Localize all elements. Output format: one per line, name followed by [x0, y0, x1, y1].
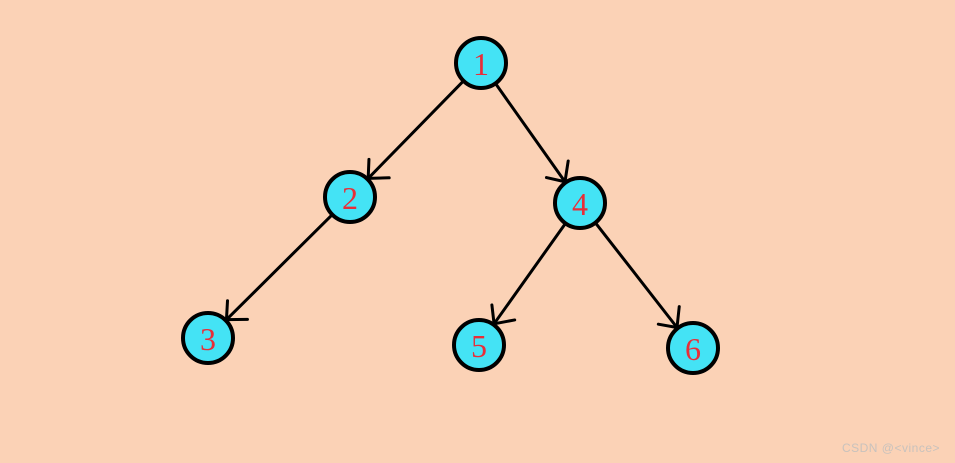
csdn-watermark: CSDN @<vince>	[841, 441, 940, 455]
arrowhead-barb	[366, 157, 371, 180]
node-label: 4	[572, 186, 588, 222]
arrowhead-barb	[675, 305, 681, 329]
node-circle	[452, 318, 506, 372]
tree-node-1: 1	[454, 36, 508, 90]
edge-4-6	[595, 222, 681, 329]
arrowhead-barb	[544, 176, 567, 184]
edge-line	[366, 80, 464, 180]
tree-node-4: 4	[553, 176, 607, 230]
edge-line	[495, 83, 567, 184]
edge-1-4	[495, 83, 570, 184]
tree-node-6: 6	[666, 321, 720, 375]
arrowhead-barb	[656, 322, 679, 329]
node-circle	[181, 311, 235, 365]
node-label: 3	[200, 321, 216, 357]
arrowhead-barb	[490, 303, 496, 326]
edge-2-3	[224, 214, 333, 322]
tree-node-2: 2	[323, 170, 377, 224]
tree-node-3: 3	[181, 311, 235, 365]
arrowhead-barb	[492, 318, 517, 326]
arrowhead-barb	[366, 176, 391, 180]
arrowhead-barb	[563, 159, 570, 184]
node-label: 1	[473, 46, 489, 82]
node-label: 5	[471, 328, 487, 364]
edge-line	[224, 214, 333, 322]
edge-1-2	[366, 80, 464, 180]
node-circle	[454, 36, 508, 90]
arrowhead-barb	[224, 299, 230, 322]
edge-4-5	[490, 223, 566, 326]
edge-line	[595, 222, 679, 329]
node-circle	[553, 176, 607, 230]
node-circle	[323, 170, 377, 224]
node-label: 2	[342, 180, 358, 216]
node-circle	[666, 321, 720, 375]
tree-node-5: 5	[452, 318, 506, 372]
node-label: 6	[685, 331, 701, 367]
edge-line	[492, 223, 566, 326]
